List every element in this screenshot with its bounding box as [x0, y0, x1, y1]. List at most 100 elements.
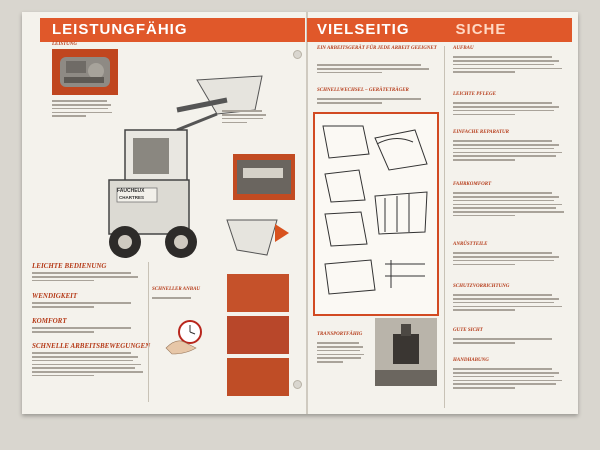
text-line [453, 383, 557, 385]
aufbau-heading: AUFBAU [453, 46, 474, 51]
text-line [453, 199, 554, 202]
text-line [52, 103, 111, 106]
text-line [32, 355, 139, 358]
text-line [453, 56, 552, 58]
center-fold [306, 12, 308, 414]
attachments-diagram-frame [313, 112, 439, 316]
text-line [52, 100, 107, 102]
schneller-anbau-heading: SCHNELLER ANBAU [152, 287, 201, 292]
komfort-text [32, 325, 144, 339]
text-line [52, 107, 108, 110]
attachment-illustration [237, 160, 291, 194]
text-line [32, 371, 143, 373]
text-line [453, 214, 515, 217]
photo-sequence-1 [227, 274, 289, 312]
text-line [453, 368, 552, 370]
text-line [32, 275, 139, 278]
text-line [317, 342, 360, 344]
leistung-heading: LEISTUNG [52, 42, 78, 47]
text-line [32, 374, 94, 377]
aufbau-text [453, 54, 565, 88]
text-line [453, 63, 554, 66]
text-line [32, 330, 94, 333]
text-line [453, 159, 515, 161]
text-line [222, 117, 264, 120]
text-line [52, 115, 87, 117]
text-line [453, 155, 557, 157]
handhabung-text [453, 366, 565, 404]
text-line [317, 67, 430, 70]
banner-sicher-text: SICHE [455, 21, 507, 38]
punch-hole-top [293, 50, 302, 59]
text-line [453, 207, 557, 209]
wendigkeit-text [32, 300, 144, 314]
text-line [453, 309, 515, 311]
leichte-pflege-text [453, 100, 565, 124]
text-line [453, 341, 515, 344]
caption-top-right [222, 108, 268, 134]
text-line [453, 263, 515, 266]
text-line [152, 297, 191, 299]
banner-vielseitig-text: VIELSEITIG [317, 21, 410, 38]
text-line [453, 255, 560, 258]
text-line [453, 140, 552, 142]
text-line [453, 338, 552, 340]
text-line [453, 387, 515, 389]
text-line [453, 305, 562, 308]
schnellwechsel-text [317, 96, 435, 108]
text-line [453, 294, 552, 296]
text-line [453, 259, 554, 262]
text-line [32, 367, 136, 369]
text-line [453, 143, 560, 146]
transport-illustration [375, 318, 437, 386]
left-page: LEISTUNGFÄHIG LEISTUNG FAUCHEUX CHARTRES [22, 12, 307, 414]
text-line [222, 121, 248, 124]
gute-sicht-text [453, 336, 565, 352]
anruestteile-text [453, 250, 565, 278]
text-line [32, 279, 94, 282]
transportfaehig-text [317, 340, 365, 376]
text-line [32, 305, 94, 308]
schutzvorrichtung-heading: SCHUTZVORRICHTUNG [453, 284, 510, 289]
fahrkomfort-text [453, 190, 565, 236]
banner-leistungfaehig: LEISTUNGFÄHIG [40, 18, 305, 42]
skid-steer-loader-illustration [108, 75, 278, 258]
text-line [453, 147, 554, 150]
komfort-heading: KOMFORT [32, 317, 67, 325]
text-line [317, 361, 344, 363]
engine-photo [52, 49, 118, 95]
gute-sicht-heading: GUTE SICHT [453, 328, 483, 333]
text-line [453, 192, 552, 194]
schnellwechsel-heading: SCHNELLWECHSEL – GERÄTETRÄGER [317, 88, 409, 93]
text-line [32, 327, 131, 329]
arbeitsgeraet-text [317, 62, 435, 84]
banner-vielseitig: VIELSEITIG SICHE [307, 18, 572, 42]
attachment-buckets-illustration [322, 125, 428, 295]
text-line [317, 353, 364, 356]
engine-illustration [60, 57, 110, 87]
text-line [222, 110, 263, 112]
handhabung-heading: HANDHABUNG [453, 358, 489, 363]
text-line [317, 64, 421, 66]
text-line [453, 59, 560, 62]
attachment-photo-top [233, 154, 295, 200]
text-line [453, 371, 560, 374]
model-label: CHARTRES [119, 195, 145, 200]
schneller-anbau-text [152, 295, 196, 301]
text-line [32, 272, 131, 274]
schutzvorrichtung-text [453, 292, 565, 322]
arbeitsgeraet-heading: EIN ARBEITSGERÄT FÜR JEDE ARBEIT GEEIGNE… [317, 46, 437, 51]
anruestteile-heading: ANRÜSTTEILE [453, 242, 488, 247]
text-line [453, 211, 564, 213]
text-line [453, 113, 515, 116]
wendigkeit-heading: WENDIGKEIT [32, 292, 78, 300]
text-line [453, 375, 554, 378]
photo-sequence-3 [227, 358, 289, 396]
text-line [317, 349, 361, 352]
text-line [453, 105, 560, 108]
hand-with-clock-illustration [165, 320, 202, 355]
text-line [317, 345, 363, 348]
brand-label: FAUCHEUX [117, 188, 145, 194]
right-page: VIELSEITIG SICHE EIN ARBEITSGERÄT FÜR JED… [307, 12, 578, 414]
einfache-reparatur-text [453, 138, 565, 176]
